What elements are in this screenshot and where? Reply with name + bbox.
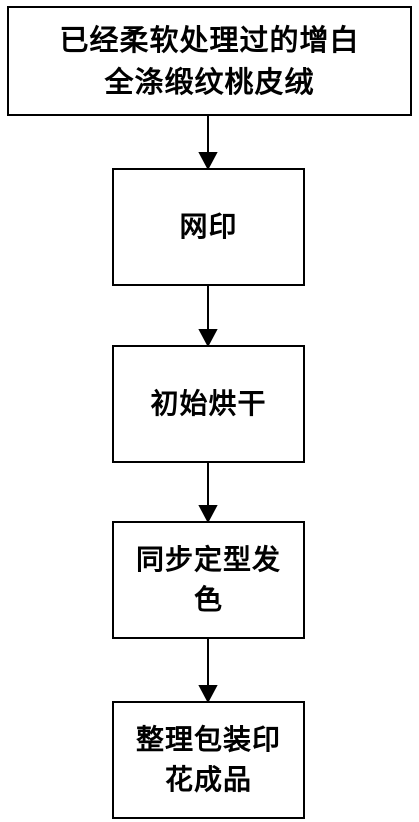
step-box-finishing-packaging: 整理包装印 花成品 xyxy=(112,701,305,819)
step-box-setting-color-development: 同步定型发 色 xyxy=(112,521,305,639)
step-box-initial-drying: 初始烘干 xyxy=(112,345,305,463)
arrow-down-icon xyxy=(198,685,218,704)
step-box-screen-printing: 网印 xyxy=(112,168,305,286)
step-box-fabric: 已经柔软处理过的增白 全涤缎纹桃皮绒 xyxy=(7,6,412,116)
step-label-setting-color-development: 同步定型发 色 xyxy=(135,543,281,616)
arrow-down-icon xyxy=(198,329,218,348)
step-label-fabric: 已经柔软处理过的增白 全涤缎纹桃皮绒 xyxy=(59,23,360,99)
arrow-down-icon xyxy=(198,505,218,524)
step-label-screen-printing: 网印 xyxy=(179,210,238,243)
arrow-down-icon xyxy=(198,152,218,171)
step-label-initial-drying: 初始烘干 xyxy=(150,387,267,420)
step-label-finishing-packaging: 整理包装印 花成品 xyxy=(135,723,281,796)
